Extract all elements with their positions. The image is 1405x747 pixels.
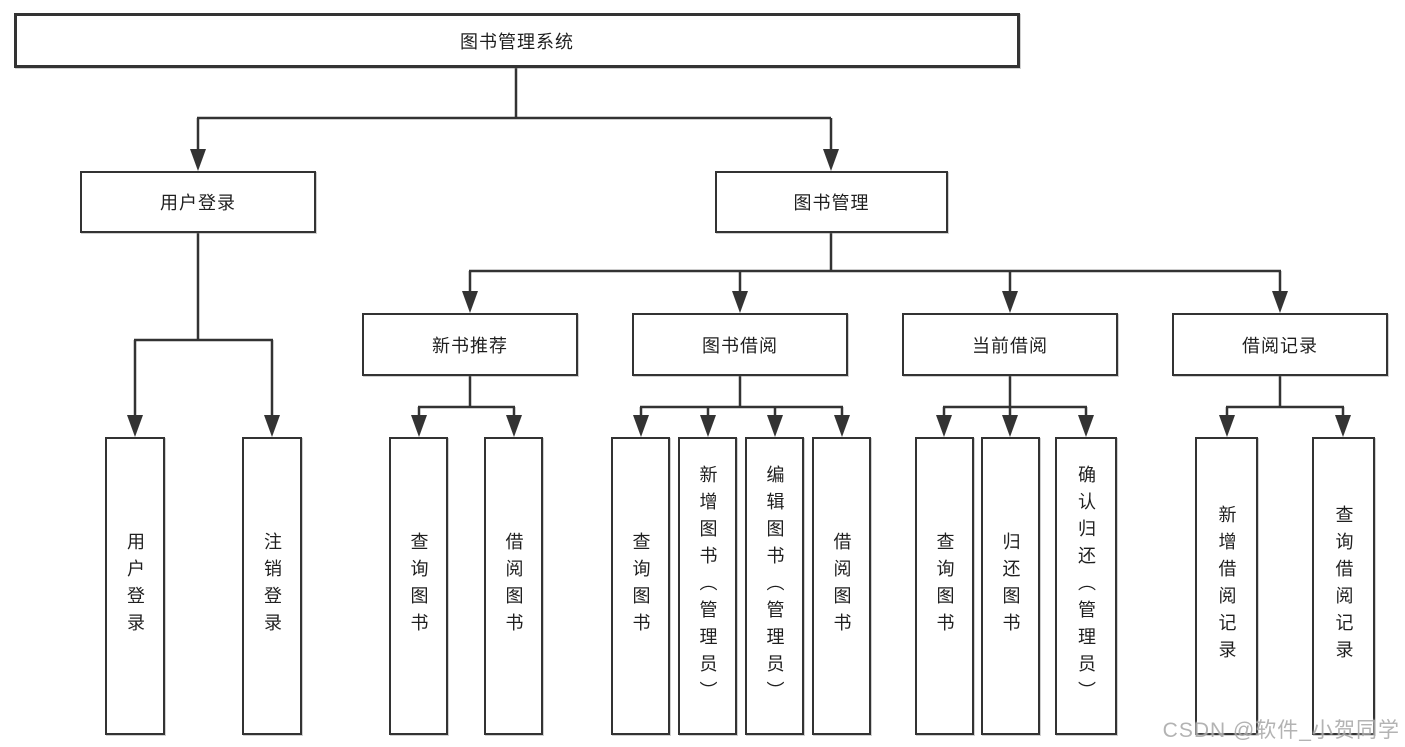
node-user-login: 用户登录: [80, 171, 316, 233]
leaf-label: 查询图书: [934, 532, 955, 640]
leaf-user-login: 用户登录: [105, 437, 165, 735]
leaf-label: 用户登录: [125, 532, 145, 640]
leaf-label: 新增图书（管理员）: [697, 464, 718, 708]
node-borrow-records: 借阅记录: [1172, 313, 1388, 376]
node-book-borrow: 图书借阅: [632, 313, 848, 376]
leaf-query-borrow-record: 查询借阅记录: [1312, 437, 1375, 735]
leaf-query-book-1: 查询图书: [389, 437, 448, 735]
leaf-label: 确认归还（管理员）: [1076, 464, 1096, 708]
leaf-label: 查询借阅记录: [1333, 505, 1354, 667]
leaf-label: 注销登录: [262, 532, 282, 640]
leaf-logout: 注销登录: [242, 437, 302, 735]
node-new-book-recommend: 新书推荐: [362, 313, 578, 376]
leaf-confirm-return-admin: 确认归还（管理员）: [1055, 437, 1117, 735]
leaf-edit-book-admin: 编辑图书（管理员）: [745, 437, 804, 735]
leaf-label: 查询图书: [408, 532, 429, 640]
leaf-label: 借阅图书: [503, 532, 524, 640]
leaf-label: 借阅图书: [831, 532, 852, 640]
node-current-borrow: 当前借阅: [902, 313, 1118, 376]
leaf-borrow-book-2: 借阅图书: [812, 437, 871, 735]
node-root-system: 图书管理系统: [14, 13, 1020, 68]
csdn-watermark: CSDN @软件_小贺同学: [1162, 719, 1400, 742]
leaf-label: 归还图书: [1000, 532, 1021, 640]
leaf-add-borrow-record: 新增借阅记录: [1195, 437, 1258, 735]
leaf-label: 新增借阅记录: [1216, 505, 1237, 667]
leaf-query-book-3: 查询图书: [915, 437, 974, 735]
arrowheads: [127, 149, 1351, 437]
leaf-borrow-book-1: 借阅图书: [484, 437, 543, 735]
leaf-add-book-admin: 新增图书（管理员）: [678, 437, 737, 735]
leaf-return-book: 归还图书: [981, 437, 1040, 735]
node-book-management: 图书管理: [715, 171, 948, 233]
leaf-label: 编辑图书（管理员）: [764, 464, 785, 708]
leaf-label: 查询图书: [630, 532, 651, 640]
leaf-query-book-2: 查询图书: [611, 437, 670, 735]
